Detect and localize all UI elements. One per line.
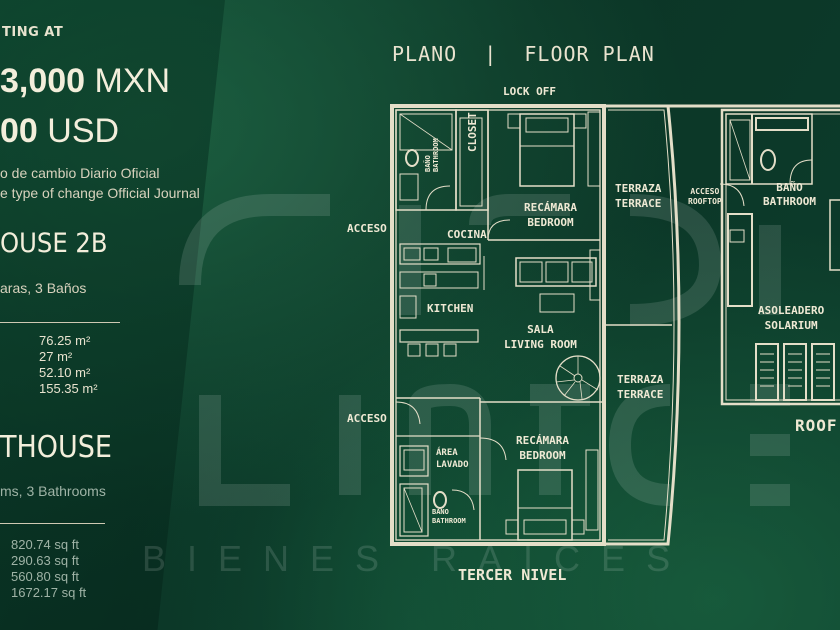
terraza-label: TERRAZA [615, 182, 662, 195]
plan-title-es: PLANO [392, 42, 458, 66]
area-item: 290.63 sq ft [11, 553, 79, 568]
bath-label-es: BAÑO [432, 508, 449, 516]
plan-title-divider: | [484, 42, 498, 66]
starting-at-label: TING AT [2, 25, 64, 40]
roof-outline [720, 108, 840, 406]
bed-top [519, 113, 575, 187]
price-usd-value: 00 [0, 112, 38, 150]
rooftop-bath-label: BAÑO BATHROOM [763, 181, 816, 209]
laundry-label: ÁREA LAVADO [436, 447, 469, 471]
area-item: 560.80 sq ft [11, 569, 79, 584]
terraza-label: TERRAZA [617, 373, 664, 386]
acceso-label-top: ACCESO [347, 222, 387, 235]
watermark-shape [179, 194, 790, 506]
living-label: LIVING ROOM [504, 338, 577, 351]
kitchen-label: KITCHEN [427, 302, 474, 315]
watermark-logo [150, 165, 840, 545]
roof-label: ROOF [795, 416, 838, 435]
bath-label-top: BAÑO BATHROOM [424, 138, 440, 172]
terrace-top-label: TERRAZA TERRACE [615, 181, 661, 211]
bed-bottom [517, 469, 573, 541]
solarium-label: ASOLEADERO SOLARIUM [758, 303, 824, 333]
unit-subtitle-en: ms, 3 Bathrooms [0, 483, 106, 499]
asoleadero-label: ASOLEADERO [758, 304, 825, 317]
rooftop-access-2: ROOFTOP [688, 197, 722, 206]
unit-subtitle-es: aras, 3 Baños [0, 280, 87, 296]
area-item: 76.25 m² [39, 333, 91, 348]
bath-label-bottom: BAÑO BATHROOM [432, 508, 466, 526]
bedroom-label-en: BEDROOM [519, 449, 566, 462]
area-list-en: 820.74 sq ft 290.63 sq ft 560.80 sq ft 1… [11, 537, 86, 601]
cocina-label: COCINA [447, 228, 487, 241]
area-item: 27 m² [39, 349, 73, 364]
divider-line [0, 322, 120, 323]
area-list-es: 76.25 m² 27 m² 52.10 m² 155.35 m² [39, 333, 98, 397]
sala-label: SALA [527, 323, 554, 336]
price-mxn: 3,000 MXN [0, 62, 170, 101]
price-usd-unit: USD [47, 112, 120, 150]
sun-lounger [783, 343, 807, 401]
rooftop-access-1: ACCESO [690, 187, 720, 196]
bedroom-label-es: RECÁMARA [524, 201, 577, 214]
lock-off-label: LOCK OFF [503, 85, 556, 98]
area-item: 155.35 m² [39, 381, 98, 396]
bath-label-en: BATHROOM [432, 138, 440, 172]
area-item: 820.74 sq ft [11, 537, 79, 552]
sun-lounger [811, 343, 835, 401]
area-item: 52.10 m² [39, 365, 91, 380]
sofa [515, 257, 597, 287]
terrace-bottom-label: TERRAZA TERRACE [617, 372, 663, 402]
washer [399, 445, 429, 477]
laundry-label-2: LAVADO [436, 460, 469, 470]
counter [727, 213, 753, 307]
solarium-text: SOLARIUM [764, 319, 818, 332]
bath-label-es: BAÑO [424, 155, 432, 172]
plan-title: PLANO | FLOOR PLAN [392, 42, 655, 66]
bedroom-label-es: RECÁMARA [516, 434, 569, 447]
kitchen-island [399, 329, 479, 343]
divider-line [0, 523, 105, 524]
bath-label-en: BATHROOM [763, 195, 816, 208]
acceso-label-bottom: ACCESO [347, 412, 387, 425]
level-label: TERCER NIVEL [458, 566, 567, 584]
bath-label-en: BATHROOM [432, 517, 466, 525]
bathroom-bottom [399, 483, 429, 537]
terrace-label: TERRACE [617, 388, 664, 401]
fx-note-es: o de cambio Diario Oficial [0, 165, 160, 181]
kitchen-counter [399, 243, 481, 265]
price-mxn-value: 3,000 [0, 62, 86, 100]
price-usd: 00 USD [0, 112, 119, 151]
bedroom-top-label: RECÁMARA BEDROOM [524, 200, 577, 230]
area-item: 1672.17 sq ft [11, 585, 87, 600]
sun-lounger [755, 343, 779, 401]
price-mxn-unit: MXN [94, 62, 171, 100]
rooftop-access-label: ACCESO ROOFTOP [688, 187, 722, 207]
unit-title-en: THOUSE [0, 430, 112, 465]
bath-label-es: BAÑO [776, 181, 803, 194]
terrace-label: TERRACE [615, 197, 662, 210]
plan-title-en: FLOOR PLAN [524, 42, 655, 66]
living-room-label: SALA LIVING ROOM [504, 322, 577, 352]
bedroom-label-en: BEDROOM [527, 216, 574, 229]
rooftop-bathroom [725, 113, 813, 185]
laundry-label-1: ÁREA [436, 448, 458, 458]
bedroom-bottom-label: RECÁMARA BEDROOM [516, 433, 569, 463]
closet-label: CLOSET [466, 112, 479, 152]
fx-note-en: e type of change Official Journal [0, 185, 200, 201]
terrace-outline [604, 104, 681, 546]
unit-title-es: OUSE 2B [0, 228, 108, 259]
